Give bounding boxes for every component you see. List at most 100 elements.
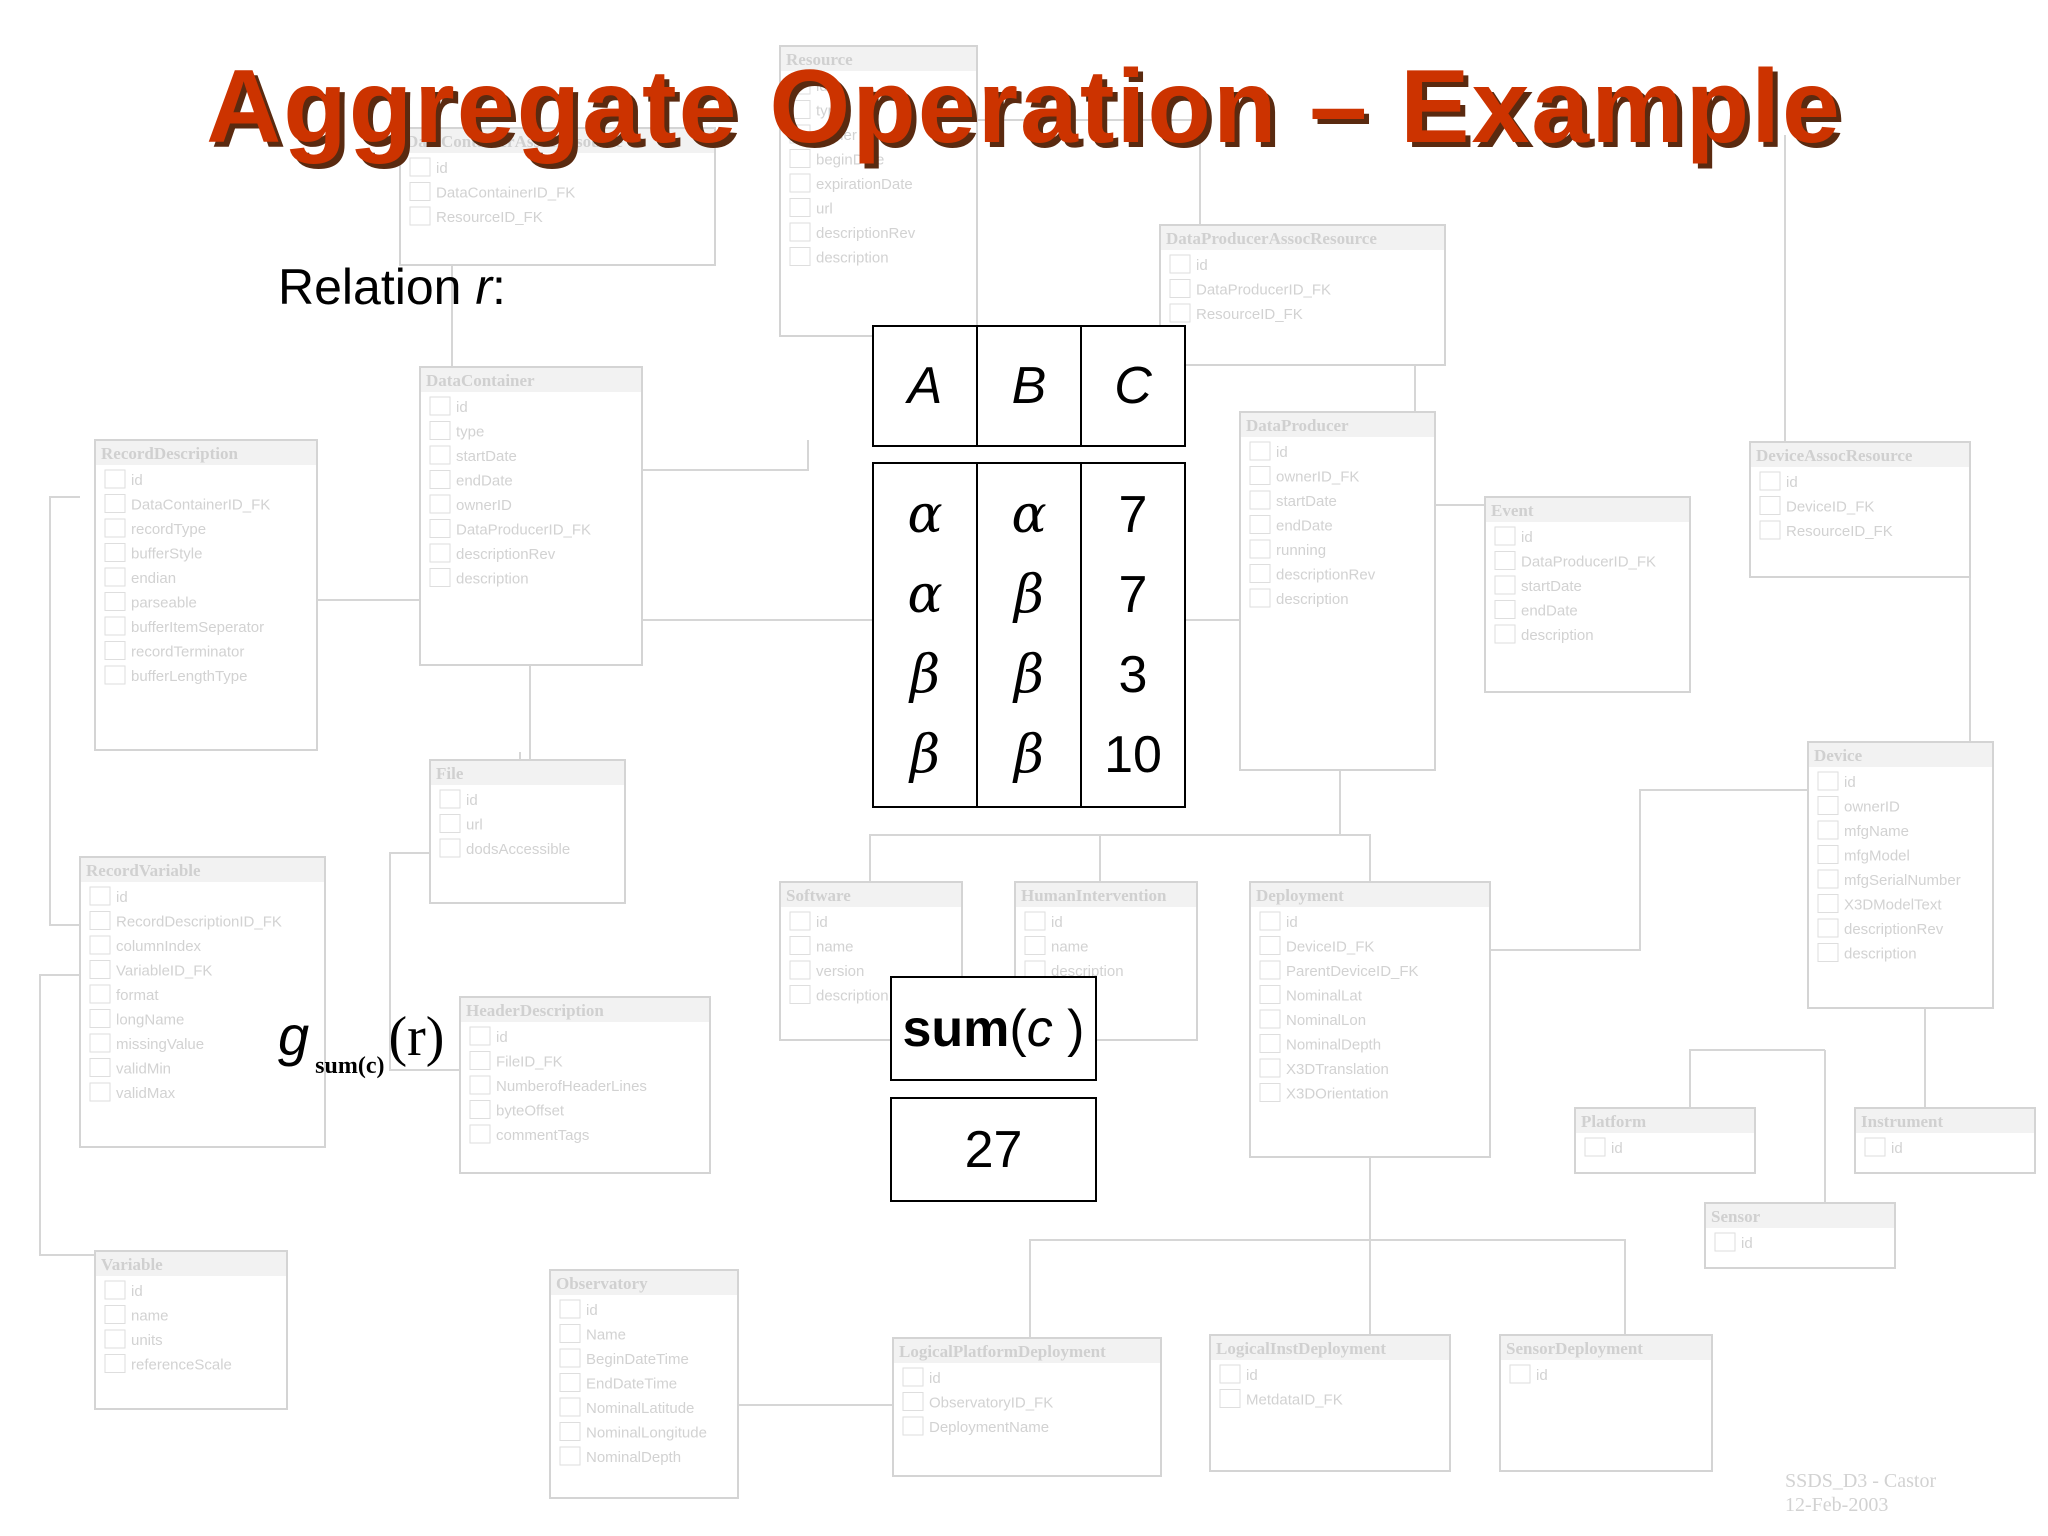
er-entity-name: DataContainerAssocResource (406, 132, 623, 151)
er-entity-field: id (466, 792, 478, 809)
er-entity-field: id (1246, 1367, 1258, 1384)
er-entity-field: descriptionRev (456, 546, 556, 563)
er-entity-field: id (1286, 914, 1298, 931)
relation-body-table: α α β β α β β β 7 7 3 10 (872, 462, 1186, 808)
er-entity-field: id (496, 1029, 508, 1046)
er-entity-field: startDate (1276, 493, 1337, 510)
er-entity-field: url (466, 817, 483, 834)
er-entity-name: Software (786, 886, 851, 905)
column-b-values: α β β β (976, 462, 1082, 808)
er-entity-field: bufferLengthType (131, 668, 247, 685)
table-cell: β (1013, 645, 1045, 705)
er-entity-field: id (1276, 444, 1288, 461)
er-entity-field: validMin (116, 1061, 171, 1078)
er-entity-field: description (816, 250, 889, 267)
aggregate-subscript: sum(c) (315, 1053, 385, 1079)
er-entity-field: DataProducerID_FK (456, 522, 591, 539)
er-entity-field: mfgName (1844, 823, 1909, 840)
er-entity: RecordVariableidRecordDescriptionID_FKco… (79, 856, 326, 1148)
er-entity-field: expirationDate (816, 176, 913, 193)
er-entity-field: X3DOrientation (1286, 1086, 1389, 1103)
er-entity-field: BeginDateTime (586, 1351, 689, 1368)
er-entity-field: id (1611, 1140, 1623, 1157)
er-entity-field: referenceScale (131, 1357, 232, 1374)
er-entity-name: Deployment (1256, 886, 1344, 905)
er-entity: DeviceidownerIDmfgNamemfgModelmfgSerialN… (1807, 741, 1994, 1009)
table-cell: β (1013, 725, 1045, 785)
er-entity: DeploymentidDeviceID_FKParentDeviceID_FK… (1249, 881, 1491, 1158)
er-entity-field: recordTerminator (131, 644, 244, 661)
er-entity-name: RecordDescription (101, 444, 238, 463)
er-entity-name: SensorDeployment (1506, 1339, 1643, 1358)
result-header: sum(c ) (890, 976, 1097, 1081)
diagram-footer-text: SSDS_D3 - Castor (1785, 1470, 1936, 1492)
result-header-close: ) (1052, 999, 1085, 1058)
er-entity-field: recordType (131, 521, 206, 538)
er-entity-field: id (1196, 257, 1208, 274)
er-entity: EventidDataProducerID_FKstartDateendDate… (1484, 496, 1691, 693)
er-entity-field: description (816, 988, 889, 1005)
er-entity-field: DataProducerID_FK (1521, 554, 1656, 571)
er-entity-field: ObservatoryID_FK (929, 1395, 1053, 1412)
er-entity-field: NominalLatitude (586, 1400, 694, 1417)
er-entity-field: id (1051, 914, 1063, 931)
er-entity-field: id (1844, 774, 1856, 791)
er-entity-field: id (116, 889, 128, 906)
er-entity: DataContaineridtypestartDateendDateowner… (419, 366, 643, 666)
relation-colon: : (492, 259, 506, 315)
er-entity-field: id (131, 1283, 143, 1300)
er-entity-field: description (456, 571, 529, 588)
er-entity-field: name (1051, 939, 1089, 956)
er-entity-field: units (131, 1332, 163, 1349)
er-entity-field: type (456, 424, 484, 441)
er-entity: DeviceAssocResourceidDeviceID_FKResource… (1749, 441, 1971, 578)
er-entity-field: NominalDepth (586, 1449, 681, 1466)
er-entity-field: description (1051, 963, 1124, 980)
er-entity-field: NominalLon (1286, 1012, 1366, 1029)
er-entity-field: RecordDescriptionID_FK (116, 914, 282, 931)
er-entity-field: description (1521, 627, 1594, 644)
er-connector (1340, 834, 1371, 882)
er-entity-field: name (131, 1308, 169, 1325)
er-connector (1490, 789, 1808, 951)
table-cell: β (909, 645, 941, 705)
er-entity-field: format (116, 987, 159, 1004)
er-entity-field: ownerID_FK (1276, 469, 1359, 486)
er-entity-field: beginDate (816, 152, 884, 169)
er-entity-name: Observatory (556, 1274, 648, 1293)
aggregate-g: g (278, 1004, 310, 1067)
er-entity-field: description (1276, 591, 1349, 608)
er-entity-field: ownerID (1844, 799, 1900, 816)
er-entity-field: validMax (116, 1085, 176, 1102)
er-entity-field: id (816, 914, 828, 931)
column-c-values: 7 7 3 10 (1080, 462, 1186, 808)
er-entity-field: owner (816, 127, 857, 144)
er-entity-field: endDate (456, 473, 513, 490)
er-entity-field: commentTags (496, 1127, 589, 1144)
table-cell: 7 (1118, 566, 1148, 624)
er-entity-name: Sensor (1711, 1207, 1761, 1226)
er-connector (49, 496, 80, 926)
er-entity-field: DeploymentName (929, 1419, 1049, 1436)
er-entity-name: Variable (101, 1255, 163, 1274)
er-entity-field: NominalLat (1286, 988, 1363, 1005)
er-entity-field: description (1844, 946, 1917, 963)
er-entity: HeaderDescriptionidFileID_FKNumberofHead… (459, 996, 711, 1174)
er-entity-field: NominalLongitude (586, 1425, 707, 1442)
relation-var: r (475, 259, 492, 315)
er-entity-field: id (1786, 474, 1798, 491)
er-entity-field: DataProducerID_FK (1196, 282, 1331, 299)
er-entity-field: longName (116, 1012, 184, 1029)
er-entity-field: mfgSerialNumber (1844, 872, 1961, 889)
er-entity-field: columnIndex (116, 938, 202, 955)
er-entity-field: ResourceID_FK (436, 209, 543, 226)
table-cell: 3 (1118, 646, 1148, 704)
er-entity-field: X3DModelText (1844, 897, 1942, 914)
